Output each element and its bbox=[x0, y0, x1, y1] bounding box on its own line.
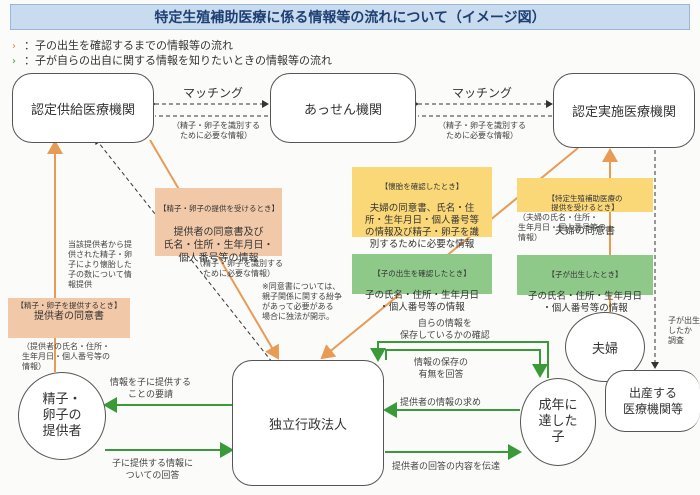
birth-survey-note: 子が出生 したか 調査 bbox=[668, 316, 700, 345]
matching-label-left: マッチング bbox=[183, 86, 244, 100]
ask-donor-flow-label: 情報を子に提供する ことの要請 bbox=[110, 378, 192, 400]
provided-count-note: 当該提供者から提 供された精子・卵 子により懐胎した 子の数について情 報提供 bbox=[68, 240, 132, 289]
identify-note: （精子・卵子を識別する ために必要な情報） bbox=[195, 259, 283, 278]
box-heading: 【子が出生したとき】 bbox=[547, 270, 623, 279]
node-label: あっせん機関 bbox=[303, 102, 382, 118]
node-label: 精子・ 卵子の 提供者 bbox=[42, 392, 82, 439]
donor-consent-box: 【精子・卵子を提供するとき】 提供者の同意書 bbox=[8, 298, 130, 338]
legend-item-orange: › ：子の出生を確認するまでの情報等の流れ bbox=[12, 37, 233, 53]
request-flow-label: 提供者の情報の求め bbox=[400, 398, 482, 408]
box-heading: 【精子・卵子の提供を受けるとき】 bbox=[159, 204, 279, 213]
orange-arrow-icon: › bbox=[12, 41, 16, 52]
box-heading: 【精子・卵子を提供するとき】 bbox=[16, 301, 122, 310]
box-body: 夫婦の同意書 bbox=[555, 226, 615, 237]
box-body: 提供者の同意書及び 氏名・住所・生年月日・ 個人番号等の情報 bbox=[163, 227, 274, 264]
box-heading: 【懐胎を確認したとき】 bbox=[380, 182, 464, 191]
box-body: 子の氏名・住所・生年月日 ・個人番号等の情報 bbox=[364, 290, 479, 313]
match-note-left: （精子・卵子を識別する ために必要な情報） bbox=[172, 121, 260, 140]
node-label: 夫婦 bbox=[591, 341, 618, 357]
adult-child-node: 成年に 達した 子 bbox=[520, 378, 596, 466]
node-label: 認定実施医療機関 bbox=[571, 105, 676, 120]
box-body: 子の氏名・住所・生年月日 ・個人番号等の情報 bbox=[527, 291, 642, 314]
legend-item-green: › ：子が自らの出自に関する情報を知りたいときの情報等の流れ bbox=[12, 52, 332, 68]
match-note-right: （精子・卵子を識別する ために必要な情報） bbox=[438, 121, 526, 140]
box-body: 夫婦の同意書、氏名・住 所・生年月日・個人番号等 の情報及び精子・卵子を識 別す… bbox=[364, 203, 479, 250]
donor-node: 精子・ 卵子の 提供者 bbox=[18, 372, 106, 460]
supply-institution-node: 認定供給医療機関 bbox=[12, 73, 154, 143]
nilpa-node: 独立行政法人 bbox=[232, 360, 384, 486]
matching-label-right: マッチング bbox=[452, 86, 513, 100]
child-born-box: 【子が出生したとき】 子の氏名・住所・生年月日 ・個人番号等の情報 bbox=[517, 255, 653, 314]
box-heading: 【子の出生を確認したとき】 bbox=[373, 269, 471, 278]
birth-confirm-box: 【子の出生を確認したとき】 子の氏名・住所・生年月日 ・個人番号等の情報 bbox=[352, 254, 492, 313]
donor-reply-flow-label: 子に提供する情報に ついての回答 bbox=[112, 459, 194, 481]
green-arrow-icon: › bbox=[12, 56, 16, 67]
clinic-node: 認定実施医療機関 bbox=[553, 73, 695, 148]
box-heading: 【特定生殖補助医療の 提供を受けるとき】 bbox=[547, 194, 623, 212]
pregnancy-box: 【懐胎を確認したとき】 夫婦の同意書、氏名・住 所・生年月日・個人番号等 の情報… bbox=[352, 167, 492, 250]
birth-institution-node: 出産する 医療機関等 bbox=[605, 370, 700, 432]
node-label: 出産する 医療機関等 bbox=[622, 386, 683, 416]
couple-info-note: （夫婦の氏名・住所・ 生年月日・個人番号等の 情報） bbox=[518, 213, 606, 242]
consent-disclosure-note: ※同意書については、 親子関係に関する紛争 があって必要がある 場合に独法が開示… bbox=[262, 282, 342, 321]
confirm-flow-label: 自らの情報を 保存しているかの確認 bbox=[400, 319, 490, 341]
page-title: 特定生殖補助医療に係る情報等の流れについて（イメージ図） bbox=[10, 4, 690, 30]
node-label: 独立行政法人 bbox=[268, 417, 347, 433]
couple-consent-box: 【特定生殖補助医療の 提供を受けるとき】 夫婦の同意書 bbox=[517, 178, 653, 237]
reply-store-flow-label: 情報の保存の 有無を回答 bbox=[414, 358, 469, 380]
node-label: 成年に 達した 子 bbox=[538, 398, 578, 445]
agency-node: あっせん機関 bbox=[270, 73, 416, 143]
legend-text: ：子が自らの出自に関する情報を知りたいときの情報等の流れ bbox=[24, 54, 332, 67]
convey-flow-label: 提供者の回答の内容を伝達 bbox=[392, 462, 501, 472]
legend-text: ：子の出生を確認するまでの情報等の流れ bbox=[24, 39, 233, 52]
donor-info-note: （提供者の氏名・住所・ 生年月日・個人番号等の 情報） bbox=[22, 342, 110, 371]
node-label: 認定供給医療機関 bbox=[30, 102, 135, 118]
box-body: 提供者の同意書 bbox=[34, 311, 104, 322]
provide-receive-box: 【精子・卵子の提供を受けるとき】 提供者の同意書及び 氏名・住所・生年月日・ 個… bbox=[155, 188, 282, 264]
